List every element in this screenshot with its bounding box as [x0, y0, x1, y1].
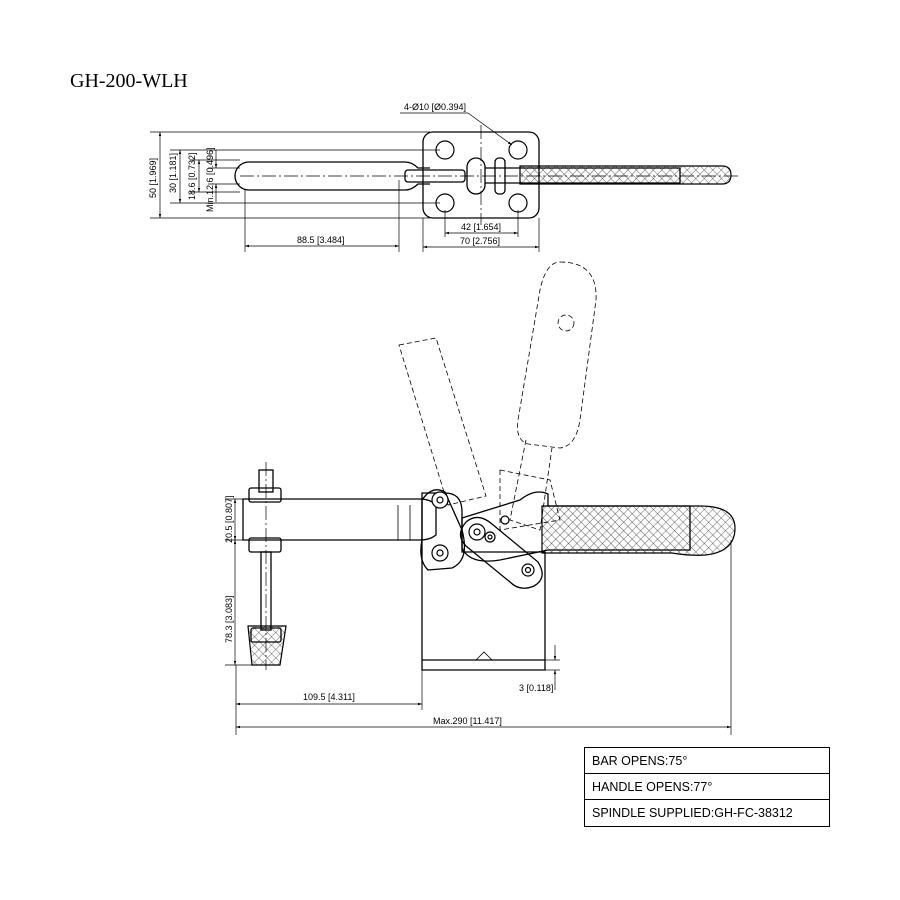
dim-height-50: 50 [1.969] [148, 158, 158, 198]
spec-spindle: SPINDLE SUPPLIED:GH-FC-38312 [592, 806, 793, 820]
mount-hole [508, 140, 528, 160]
mount-hole [508, 193, 528, 213]
top-bar-loop [234, 161, 405, 191]
dim-width-42: 42 [1.654] [461, 222, 501, 232]
model-title: GH-200-WLH [70, 70, 188, 92]
dim-min-12-6: Min.12.6 [0.496] [205, 147, 215, 212]
dim-length-88-5: 88.5 [3.484] [297, 235, 345, 245]
clamp-bar [242, 498, 437, 541]
dim-base-3: 3 [0.118] [519, 683, 553, 693]
side-view: 20.5 [0.807] 78.3 [3.083] 3 [0.118] 109.… [224, 261, 736, 735]
spec-bar-opens: BAR OPENS:75° [585, 748, 829, 774]
dim-holes: 4-Ø10 [Ø0.394] [404, 102, 466, 112]
dim-length-109-5: 109.5 [4.311] [303, 692, 355, 702]
spindle-rubber-tip [247, 625, 287, 666]
handle-grip [541, 505, 736, 556]
dim-height-20-5: 20.5 [0.807] [224, 495, 234, 543]
dim-height-18-6: 18.6 [0.732] [187, 152, 197, 200]
ghost-open-bar [398, 337, 487, 506]
dim-max-290: Max.290 [11.417] [433, 716, 502, 726]
dim-width-70: 70 [2.756] [460, 236, 500, 246]
spec-handle-opens: HANDLE OPENS:77° [585, 774, 829, 800]
spindle-nut-top [248, 487, 282, 503]
ghost-open-handle [517, 261, 597, 449]
dim-height-30: 30 [1.181] [168, 153, 178, 193]
spec-table: BAR OPENS:75° HANDLE OPENS:77° SPINDLE S… [584, 747, 830, 827]
top-handle-grip [519, 165, 732, 185]
dim-height-78-3: 78.3 [3.083] [224, 595, 234, 643]
body-block [421, 492, 546, 671]
pivot-plate [420, 489, 466, 571]
top-view: 4-Ø10 [Ø0.394] 50 [1.969] 30 [1.181] 18.… [148, 102, 740, 252]
